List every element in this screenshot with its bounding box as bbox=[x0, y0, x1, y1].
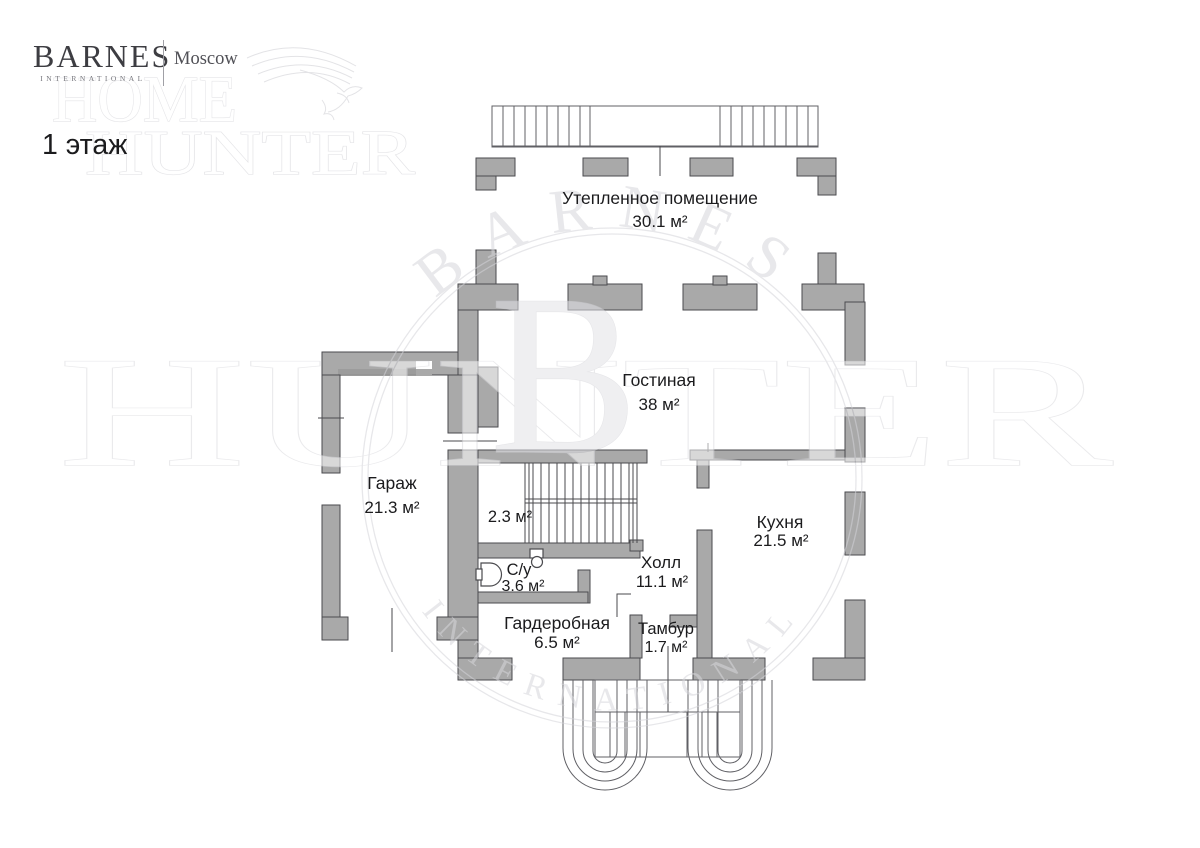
room-area-wardrobe: 6.5 м² bbox=[534, 633, 580, 652]
watermark-home: HOME bbox=[52, 63, 237, 136]
eagle-icon bbox=[246, 47, 363, 121]
room-label-kitchen: Кухня bbox=[757, 512, 804, 532]
room-labels: Утепленное помещение 30.1 м² Гостиная 38… bbox=[364, 188, 808, 656]
toilet-bowl bbox=[530, 555, 544, 569]
terrace-balusters bbox=[492, 106, 818, 147]
staircase bbox=[524, 463, 638, 543]
room-label-living: Гостиная bbox=[622, 370, 695, 390]
stair-landing-line bbox=[525, 498, 637, 504]
room-area-stairs: 2.3 м² bbox=[488, 508, 533, 526]
watermark-hunter-large: HUNTER bbox=[58, 325, 1114, 500]
room-area-garage: 21.3 м² bbox=[364, 498, 419, 517]
floor-plan bbox=[318, 105, 866, 791]
watermark-big-b: B bbox=[490, 247, 638, 502]
brand-sub: INTERNATIONAL bbox=[40, 74, 146, 83]
terrace bbox=[491, 105, 819, 181]
room-area-bathroom: 3.6 м² bbox=[501, 578, 545, 595]
room-label-garage: Гараж bbox=[367, 473, 417, 493]
floor-title: 1 этаж bbox=[42, 129, 127, 161]
pillar-tab bbox=[592, 275, 608, 286]
brand-logo: BARNES bbox=[33, 38, 171, 74]
brand-city: Moscow bbox=[174, 49, 238, 69]
room-label-wardrobe: Гардеробная bbox=[504, 613, 610, 633]
room-area-kitchen: 21.5 м² bbox=[753, 531, 808, 550]
room-label-insulated: Утепленное помещение bbox=[562, 188, 758, 208]
partitions bbox=[477, 443, 846, 659]
sink-tap bbox=[475, 568, 483, 581]
room-label-bathroom: С/у bbox=[507, 561, 533, 579]
walls bbox=[318, 157, 866, 681]
room-label-hall: Холл bbox=[641, 553, 681, 572]
room-area-living: 38 м² bbox=[639, 395, 680, 414]
room-area-tambour: 1.7 м² bbox=[644, 639, 688, 656]
pillar-tab bbox=[712, 275, 728, 286]
room-label-tambour: Тамбур bbox=[638, 620, 694, 638]
entrance-porch bbox=[562, 646, 773, 791]
room-insulated bbox=[496, 176, 818, 284]
watermark-layer: HOME HUNTER HUNTER BARNES INTERNATIONAL bbox=[51, 47, 1115, 729]
door-mark bbox=[616, 593, 631, 617]
header: BARNES INTERNATIONAL Moscow 1 этаж bbox=[33, 38, 238, 161]
room-area-hall: 11.1 м² bbox=[636, 573, 689, 591]
watermark-hunter: HUNTER bbox=[85, 118, 415, 188]
bathroom-fixtures bbox=[475, 548, 544, 587]
sink-icon bbox=[480, 562, 503, 587]
room-area-insulated: 30.1 м² bbox=[632, 212, 687, 231]
room-garage bbox=[340, 375, 448, 617]
